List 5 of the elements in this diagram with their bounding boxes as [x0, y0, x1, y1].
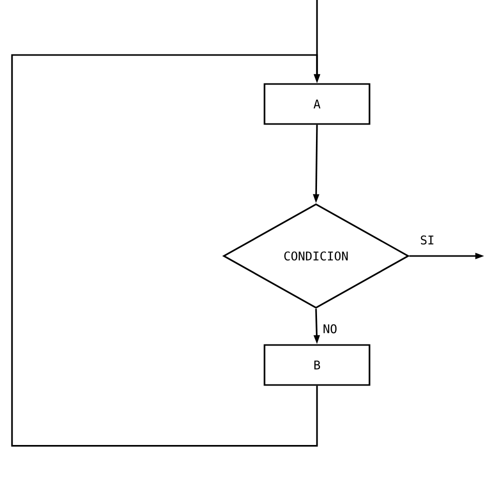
- arrow: [11, 54, 320, 447]
- edge-label: SI: [419, 234, 436, 246]
- process-box: A: [264, 83, 370, 125]
- process-box: B: [264, 344, 370, 386]
- edge-label: NO: [322, 323, 338, 334]
